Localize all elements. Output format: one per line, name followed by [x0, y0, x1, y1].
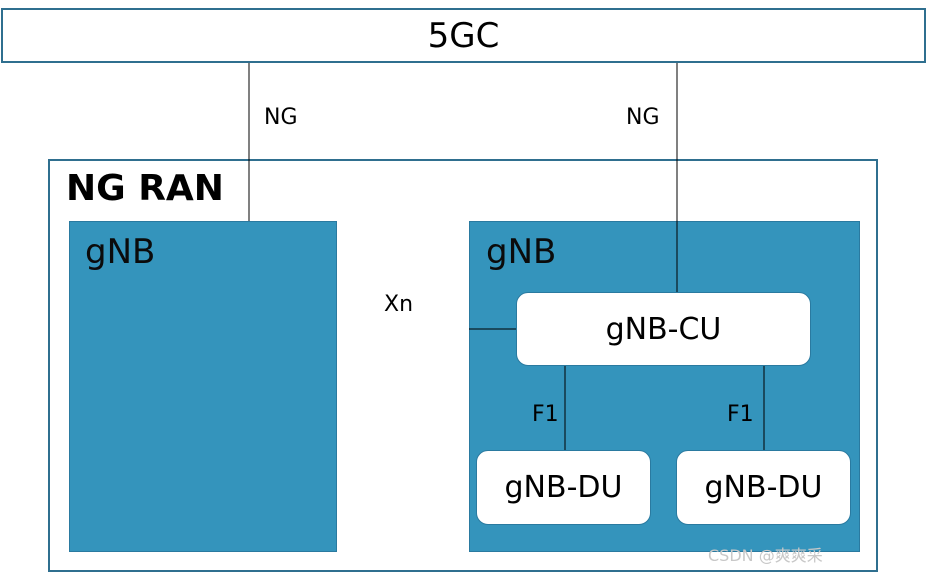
- gnb-du-right-node: gNB-DU: [676, 450, 851, 525]
- ng-left-label: NG: [264, 105, 298, 130]
- xn-label: Xn: [384, 292, 414, 317]
- f1-right-label: F1: [727, 402, 754, 427]
- gnb-du-right-label: gNB-DU: [704, 470, 823, 505]
- ng-right-label: NG: [626, 105, 660, 130]
- gnb-du-left-label: gNB-DU: [504, 470, 623, 505]
- gnb-left-box: [69, 221, 337, 552]
- f1-left-label: F1: [532, 402, 559, 427]
- 5gc-core-box: 5GC: [1, 8, 926, 63]
- ng-ran-title: NG RAN: [66, 168, 224, 209]
- watermark: CSDN @爽爽采: [708, 546, 823, 565]
- core-label: 5GC: [427, 15, 500, 56]
- gnb-cu-label: gNB-CU: [605, 311, 722, 347]
- gnb-right-label: gNB: [486, 232, 557, 272]
- gnb-left-label: gNB: [85, 232, 156, 272]
- gnb-cu-node: gNB-CU: [516, 292, 811, 366]
- gnb-du-left-node: gNB-DU: [476, 450, 651, 525]
